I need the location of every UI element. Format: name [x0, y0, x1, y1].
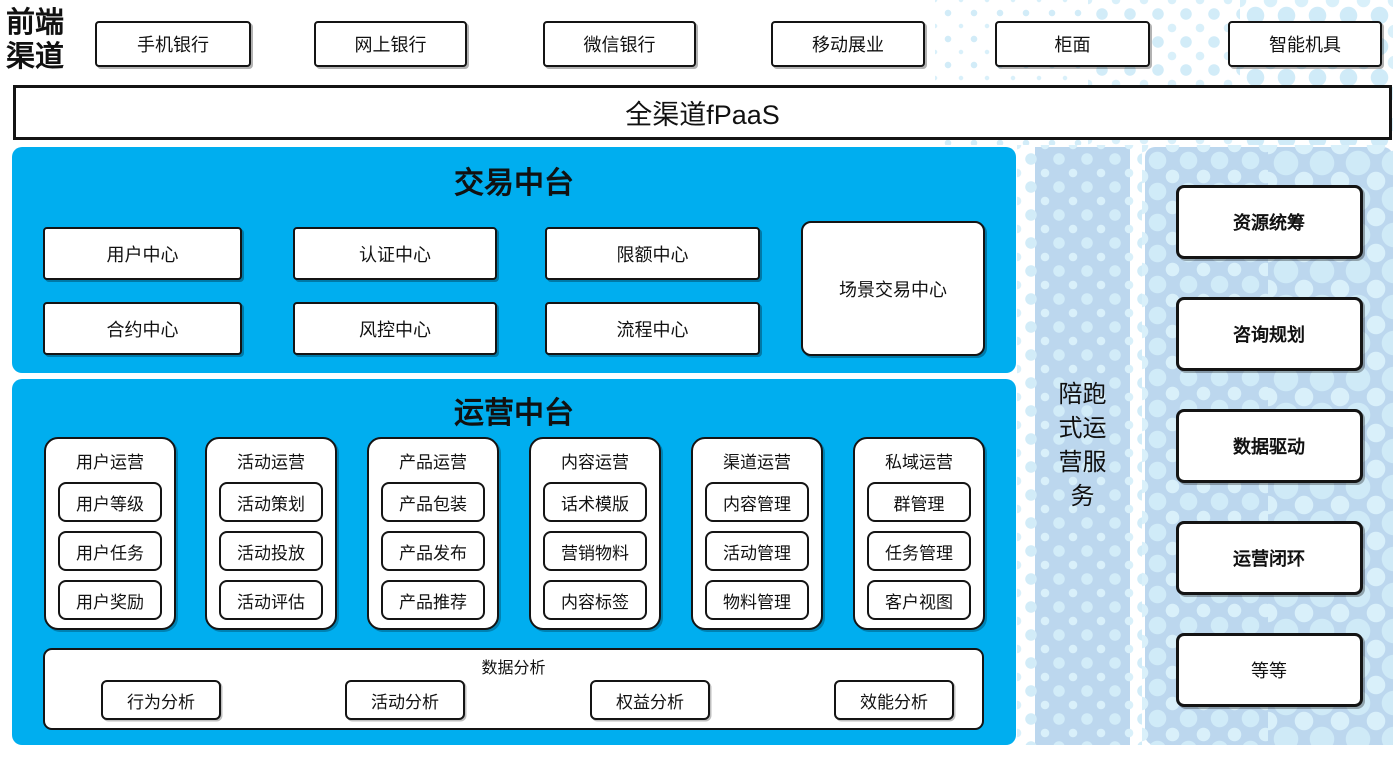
group-box-private-domain-ops: 私域运营 群管理 任务管理 客户视图 [853, 437, 985, 630]
group-item: 活动投放 [219, 531, 323, 571]
ops-platform-title: 运营中台 [454, 397, 574, 430]
group-item: 内容标签 [543, 580, 647, 620]
channel-box-counter: 柜面 [995, 21, 1150, 67]
data-analysis-title: 数据分析 [481, 660, 546, 677]
group-item: 活动管理 [705, 531, 809, 571]
center-box-process: 流程中心 [545, 302, 760, 355]
group-item: 用户任务 [58, 531, 162, 571]
service-box-ops-closed-loop: 运营闭环 [1175, 521, 1363, 595]
group-box-product-ops: 产品运营 产品包装 产品发布 产品推荐 [367, 437, 499, 630]
channel-box-wechat-banking: 微信银行 [543, 21, 696, 67]
group-box-content-ops: 内容运营 话术模版 营销物料 内容标签 [529, 437, 661, 630]
center-box-risk: 风控中心 [293, 302, 497, 355]
group-item: 群管理 [867, 482, 971, 522]
data-analysis-container: 数据分析 行为分析 活动分析 权益分析 效能分析 [43, 648, 984, 730]
service-box-etc: 等等 [1175, 633, 1363, 707]
group-item: 用户奖励 [58, 580, 162, 620]
trade-platform-title: 交易中台 [454, 167, 574, 200]
omnichannel-fpaas-bar: 全渠道fPaaS [13, 85, 1392, 140]
service-box-consulting-planning: 咨询规划 [1175, 297, 1363, 371]
channel-box-mobile-banking: 手机银行 [95, 21, 251, 67]
group-item: 任务管理 [867, 531, 971, 571]
group-title: 产品运营 [399, 453, 467, 472]
group-item: 活动策划 [219, 482, 323, 522]
center-box-contract: 合约中心 [43, 302, 242, 355]
service-box-data-driven: 数据驱动 [1175, 409, 1363, 483]
group-item: 内容管理 [705, 482, 809, 522]
companion-service-label: 陪跑式运营服务 [1058, 380, 1107, 511]
group-title: 私域运营 [885, 453, 953, 472]
group-item: 话术模版 [543, 482, 647, 522]
companion-service-panel: 资源统筹 咨询规划 数据驱动 运营闭环 等等 [1145, 147, 1393, 745]
analysis-box-benefit: 权益分析 [590, 680, 710, 720]
group-title: 渠道运营 [723, 453, 791, 472]
group-item: 客户视图 [867, 580, 971, 620]
companion-service-strip: 陪跑式运营服务 [1035, 147, 1130, 745]
front-channels-label: 前端渠道 [6, 7, 65, 74]
analysis-box-campaign: 活动分析 [345, 680, 465, 720]
group-title: 内容运营 [561, 453, 629, 472]
center-box-quota: 限额中心 [545, 227, 760, 280]
channel-box-mobile-marketing: 移动展业 [771, 21, 925, 67]
group-item: 活动评估 [219, 580, 323, 620]
group-item: 产品推荐 [381, 580, 485, 620]
group-box-user-ops: 用户运营 用户等级 用户任务 用户奖励 [44, 437, 176, 630]
group-item: 产品发布 [381, 531, 485, 571]
center-box-scene-trade: 场景交易中心 [801, 221, 985, 356]
channel-box-online-banking: 网上银行 [314, 21, 467, 67]
ops-platform-panel: 运营中台 用户运营 用户等级 用户任务 用户奖励 活动运营 活动策划 活动投放 … [12, 379, 1016, 745]
center-box-user: 用户中心 [43, 227, 242, 280]
analysis-box-efficiency: 效能分析 [834, 680, 954, 720]
group-title: 用户运营 [76, 453, 144, 472]
channel-box-smart-devices: 智能机具 [1228, 21, 1382, 67]
center-box-auth: 认证中心 [293, 227, 497, 280]
group-box-campaign-ops: 活动运营 活动策划 活动投放 活动评估 [205, 437, 337, 630]
service-box-resource-coordination: 资源统筹 [1175, 185, 1363, 259]
trade-platform-panel: 交易中台 用户中心 认证中心 限额中心 合约中心 风控中心 流程中心 场景交易中… [12, 147, 1016, 373]
group-title: 活动运营 [237, 453, 305, 472]
group-item: 用户等级 [58, 482, 162, 522]
group-item: 物料管理 [705, 580, 809, 620]
group-item: 产品包装 [381, 482, 485, 522]
group-box-channel-ops: 渠道运营 内容管理 活动管理 物料管理 [691, 437, 823, 630]
analysis-box-behavior: 行为分析 [101, 680, 221, 720]
group-item: 营销物料 [543, 531, 647, 571]
